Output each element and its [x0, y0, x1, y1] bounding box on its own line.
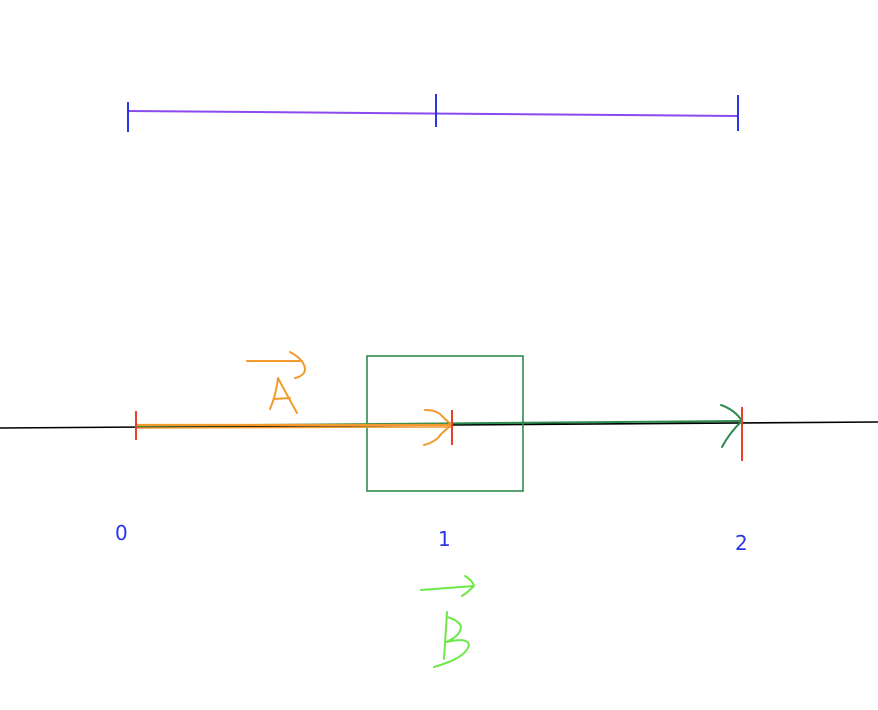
label-two: 2 [735, 531, 748, 555]
top-segment [127, 110, 739, 117]
vector-a-line-2 [135, 426, 453, 429]
label-zero: 0 [115, 521, 128, 545]
vector-a-label [246, 351, 306, 414]
vector-b-label [420, 575, 475, 668]
vector-b-arrowhead [720, 404, 743, 448]
label-one: 1 [438, 527, 451, 551]
